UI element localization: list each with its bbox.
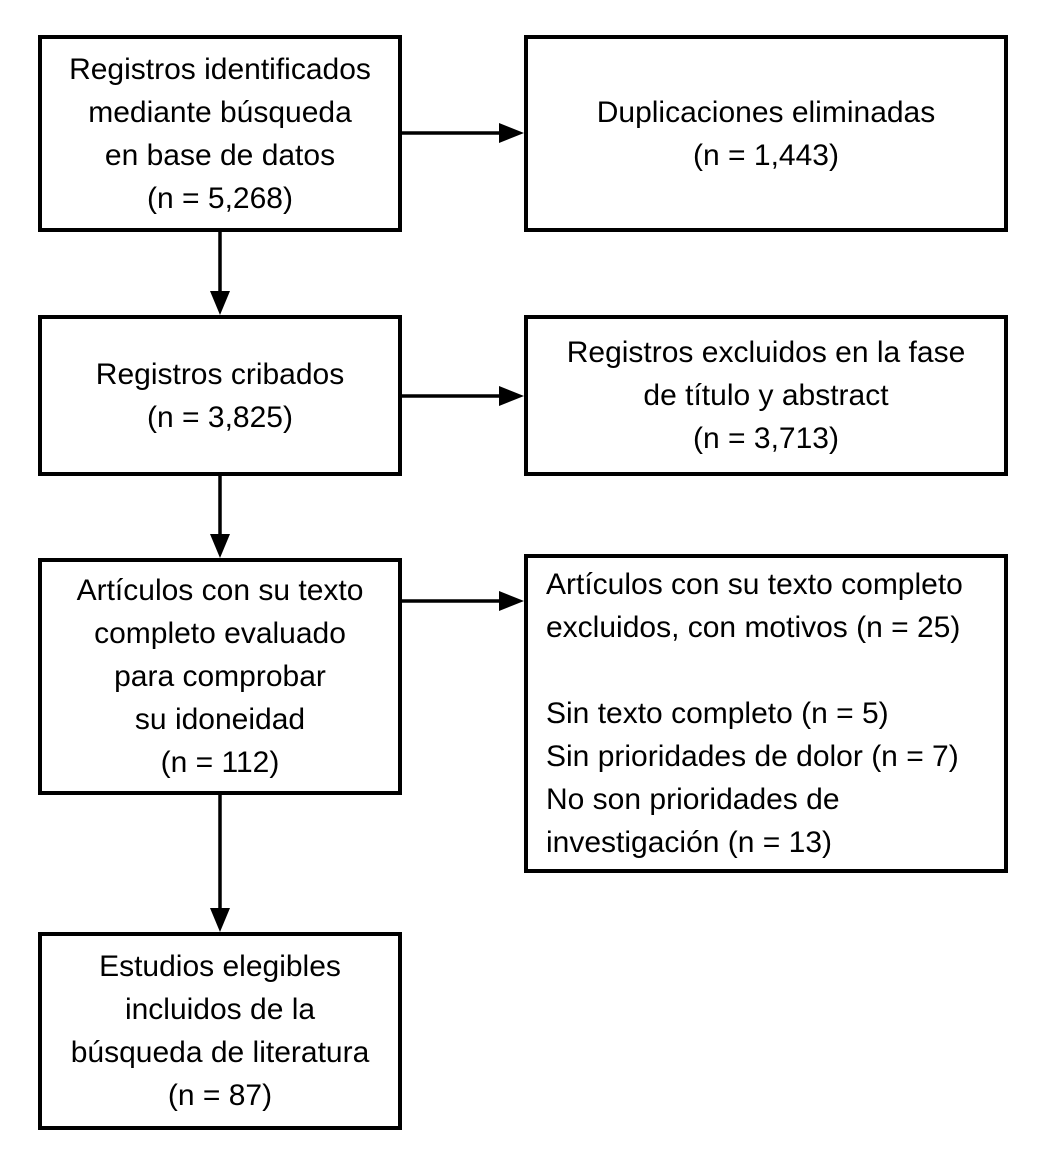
arrow-fulltext-to-included-icon — [210, 795, 230, 932]
box-title-abstract-excluded: Registros excluidos en la fase de título… — [524, 315, 1008, 476]
box-fulltext-excluded: Artículos con su texto completo excluido… — [524, 554, 1008, 873]
box-duplicates-removed-text: Duplicaciones eliminadas (n = 1,443) — [596, 95, 936, 172]
arrow-screened-to-excluded-icon — [402, 386, 524, 406]
box-studies-included-text: Estudios elegibles incluidos de la búsqu… — [70, 950, 370, 1112]
box-records-screened: Registros cribados (n = 3,825) — [38, 315, 402, 476]
box-records-identified: Registros identificados mediante búsqued… — [38, 35, 402, 232]
arrow-identified-to-duplicates-icon — [402, 123, 524, 143]
arrow-fulltext-to-excluded-icon — [402, 591, 524, 611]
box-studies-included: Estudios elegibles incluidos de la búsqu… — [38, 932, 402, 1130]
box-title-abstract-excluded-text: Registros excluidos en la fase de título… — [566, 336, 966, 455]
arrow-identified-to-screened-icon — [210, 232, 230, 315]
box-records-screened-text: Registros cribados (n = 3,825) — [95, 357, 345, 434]
box-fulltext-excluded-text: Artículos con su texto completo excluido… — [546, 568, 963, 859]
box-duplicates-removed: Duplicaciones eliminadas (n = 1,443) — [524, 35, 1008, 232]
box-records-identified-text: Registros identificados mediante búsqued… — [69, 52, 371, 215]
box-fulltext-assessed: Artículos con su texto completo evaluado… — [38, 558, 402, 795]
box-fulltext-assessed-text: Artículos con su texto completo evaluado… — [76, 574, 364, 779]
arrow-screened-to-fulltext-icon — [210, 476, 230, 558]
